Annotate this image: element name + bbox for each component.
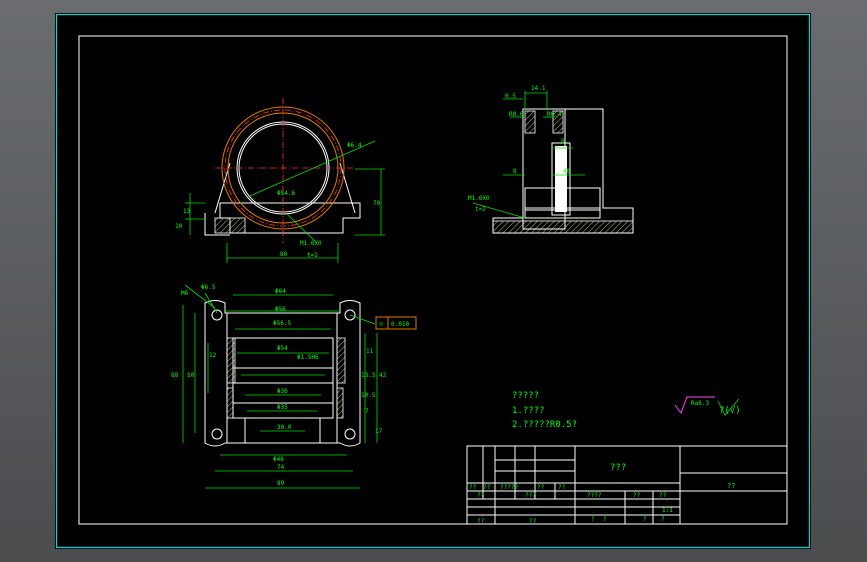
tolerance-frame	[375, 316, 417, 330]
dim-left-h3: 12	[209, 352, 217, 359]
title-block: ??? ?? 1:1 ?? ?? ????? ?? ?? ?? ?? ?? ??…	[466, 445, 788, 525]
cad-viewport[interactable]: Φ6.4 Φ54.6 70 13 10 80 M1.6X0 t=2 14.1 0…	[55, 13, 811, 549]
dim-d-inner: Φ54.6	[277, 190, 295, 197]
title-block-col-2: ?????	[500, 484, 518, 491]
title-block-row-1: ??	[477, 518, 485, 525]
dim-right-h4: 7	[365, 408, 369, 415]
dim-left-h1: 88	[171, 372, 179, 379]
dim-angle-2: Φ6.5	[201, 284, 216, 291]
dim-right-total: 42	[379, 372, 387, 379]
roughness-general: ?(√)	[719, 405, 741, 416]
title-block-part-name: ???	[525, 492, 536, 499]
dim-w1: 14.1	[531, 85, 546, 92]
dim-slot-w: 30.0	[277, 424, 292, 431]
dim-inner-w2: Φ56.5	[273, 320, 291, 327]
section-view: 14.1 0.5 R0.6 R0.4 8 40 8 M1.6X0 t=2	[468, 85, 634, 234]
technical-notes: ????? 1.???? 2.?????R0.5?	[512, 391, 577, 430]
dim-side-a: 13	[183, 208, 191, 215]
title-block-col-3: ??	[537, 484, 545, 491]
title-block-scale-label-0: ????	[587, 492, 602, 499]
title-block-row-0: ??	[477, 492, 485, 499]
dim-right-h1: 11	[366, 348, 374, 355]
drawing-canvas: Φ6.4 Φ54.6 70 13 10 80 M1.6X0 t=2 14.1 0…	[55, 13, 811, 549]
title-block-col-0: ??	[469, 484, 477, 491]
title-block-scale-label-1: ??	[633, 492, 641, 499]
roughness-symbol: Ra6.3 ?(√)	[674, 396, 741, 416]
dim-mid-w: Φ54	[277, 345, 288, 352]
title-block-row2-1: ?	[603, 516, 607, 523]
front-view: Φ64 Φ56 Φ56.5 Φ54 Φ1.5H6 Φ36 Φ35 30.0 Φ4…	[171, 284, 417, 489]
dim-low-w1: Φ36	[277, 388, 288, 395]
title-block-scale-label-2: ??	[659, 492, 667, 499]
dim-groove: M1.6X0	[300, 240, 322, 247]
tolerance-symbol: ⌭	[379, 321, 384, 328]
dim-bore: 40	[563, 168, 571, 175]
dim-top-w: Φ64	[275, 288, 286, 295]
title-block-col-4: ??	[558, 484, 566, 491]
tolerance-value: 0.010	[391, 321, 409, 328]
outer-frame	[55, 13, 811, 549]
title-block-material: ??	[727, 482, 735, 490]
dim-right-h5: 17	[375, 428, 383, 435]
notes-line1: 1.????	[512, 406, 545, 416]
title-block-row3-1: ?	[661, 516, 665, 523]
dim-height: 70	[373, 200, 381, 207]
title-block-scale-value: 1:1	[662, 507, 673, 514]
dim-left-h2: 50	[187, 372, 195, 379]
dim-d-hole: Φ6.4	[347, 142, 362, 149]
dim-h1: R0.6	[509, 111, 524, 118]
dim-right-h3: 10.5	[361, 392, 376, 399]
title-block-row2-0: ?	[591, 516, 595, 523]
dim-total-w: 89	[277, 480, 285, 487]
title-block-center-label: ???	[610, 463, 626, 473]
dim-low-w2: Φ35	[277, 404, 288, 411]
dim-base-h2: t=2	[475, 206, 486, 213]
dim-bore-w: Φ1.5H6	[297, 354, 319, 361]
notes-line2: 2.?????R0.5?	[512, 420, 577, 430]
dim-bot-w: Φ46	[273, 456, 284, 463]
dim-base-h: M1.6X0	[468, 195, 490, 202]
dim-groove2: t=2	[307, 252, 318, 259]
title-block-row3-0: ?	[643, 516, 647, 523]
top-view: Φ6.4 Φ54.6 70 13 10 80 M1.6X0 t=2	[175, 98, 385, 263]
roughness-value: Ra6.3	[691, 400, 709, 407]
dim-side-b: 10	[175, 223, 183, 230]
dim-base-len: 80	[280, 251, 288, 258]
dim-h2: R0.4	[547, 111, 562, 118]
dim-angle-1: M6	[181, 290, 189, 297]
dim-left-h: 8	[513, 168, 517, 175]
notes-title: ?????	[512, 391, 539, 401]
dim-base-w: 74	[277, 464, 285, 471]
dim-w2: 0.5	[505, 93, 516, 100]
dim-inner-w1: Φ56	[275, 306, 286, 313]
dim-right-h2: 13.5	[361, 372, 376, 379]
dim-gap: 8	[561, 138, 565, 145]
title-block-col-1: ??	[483, 484, 491, 491]
title-block-row-2: ??	[529, 518, 537, 525]
inner-frame	[78, 35, 788, 525]
